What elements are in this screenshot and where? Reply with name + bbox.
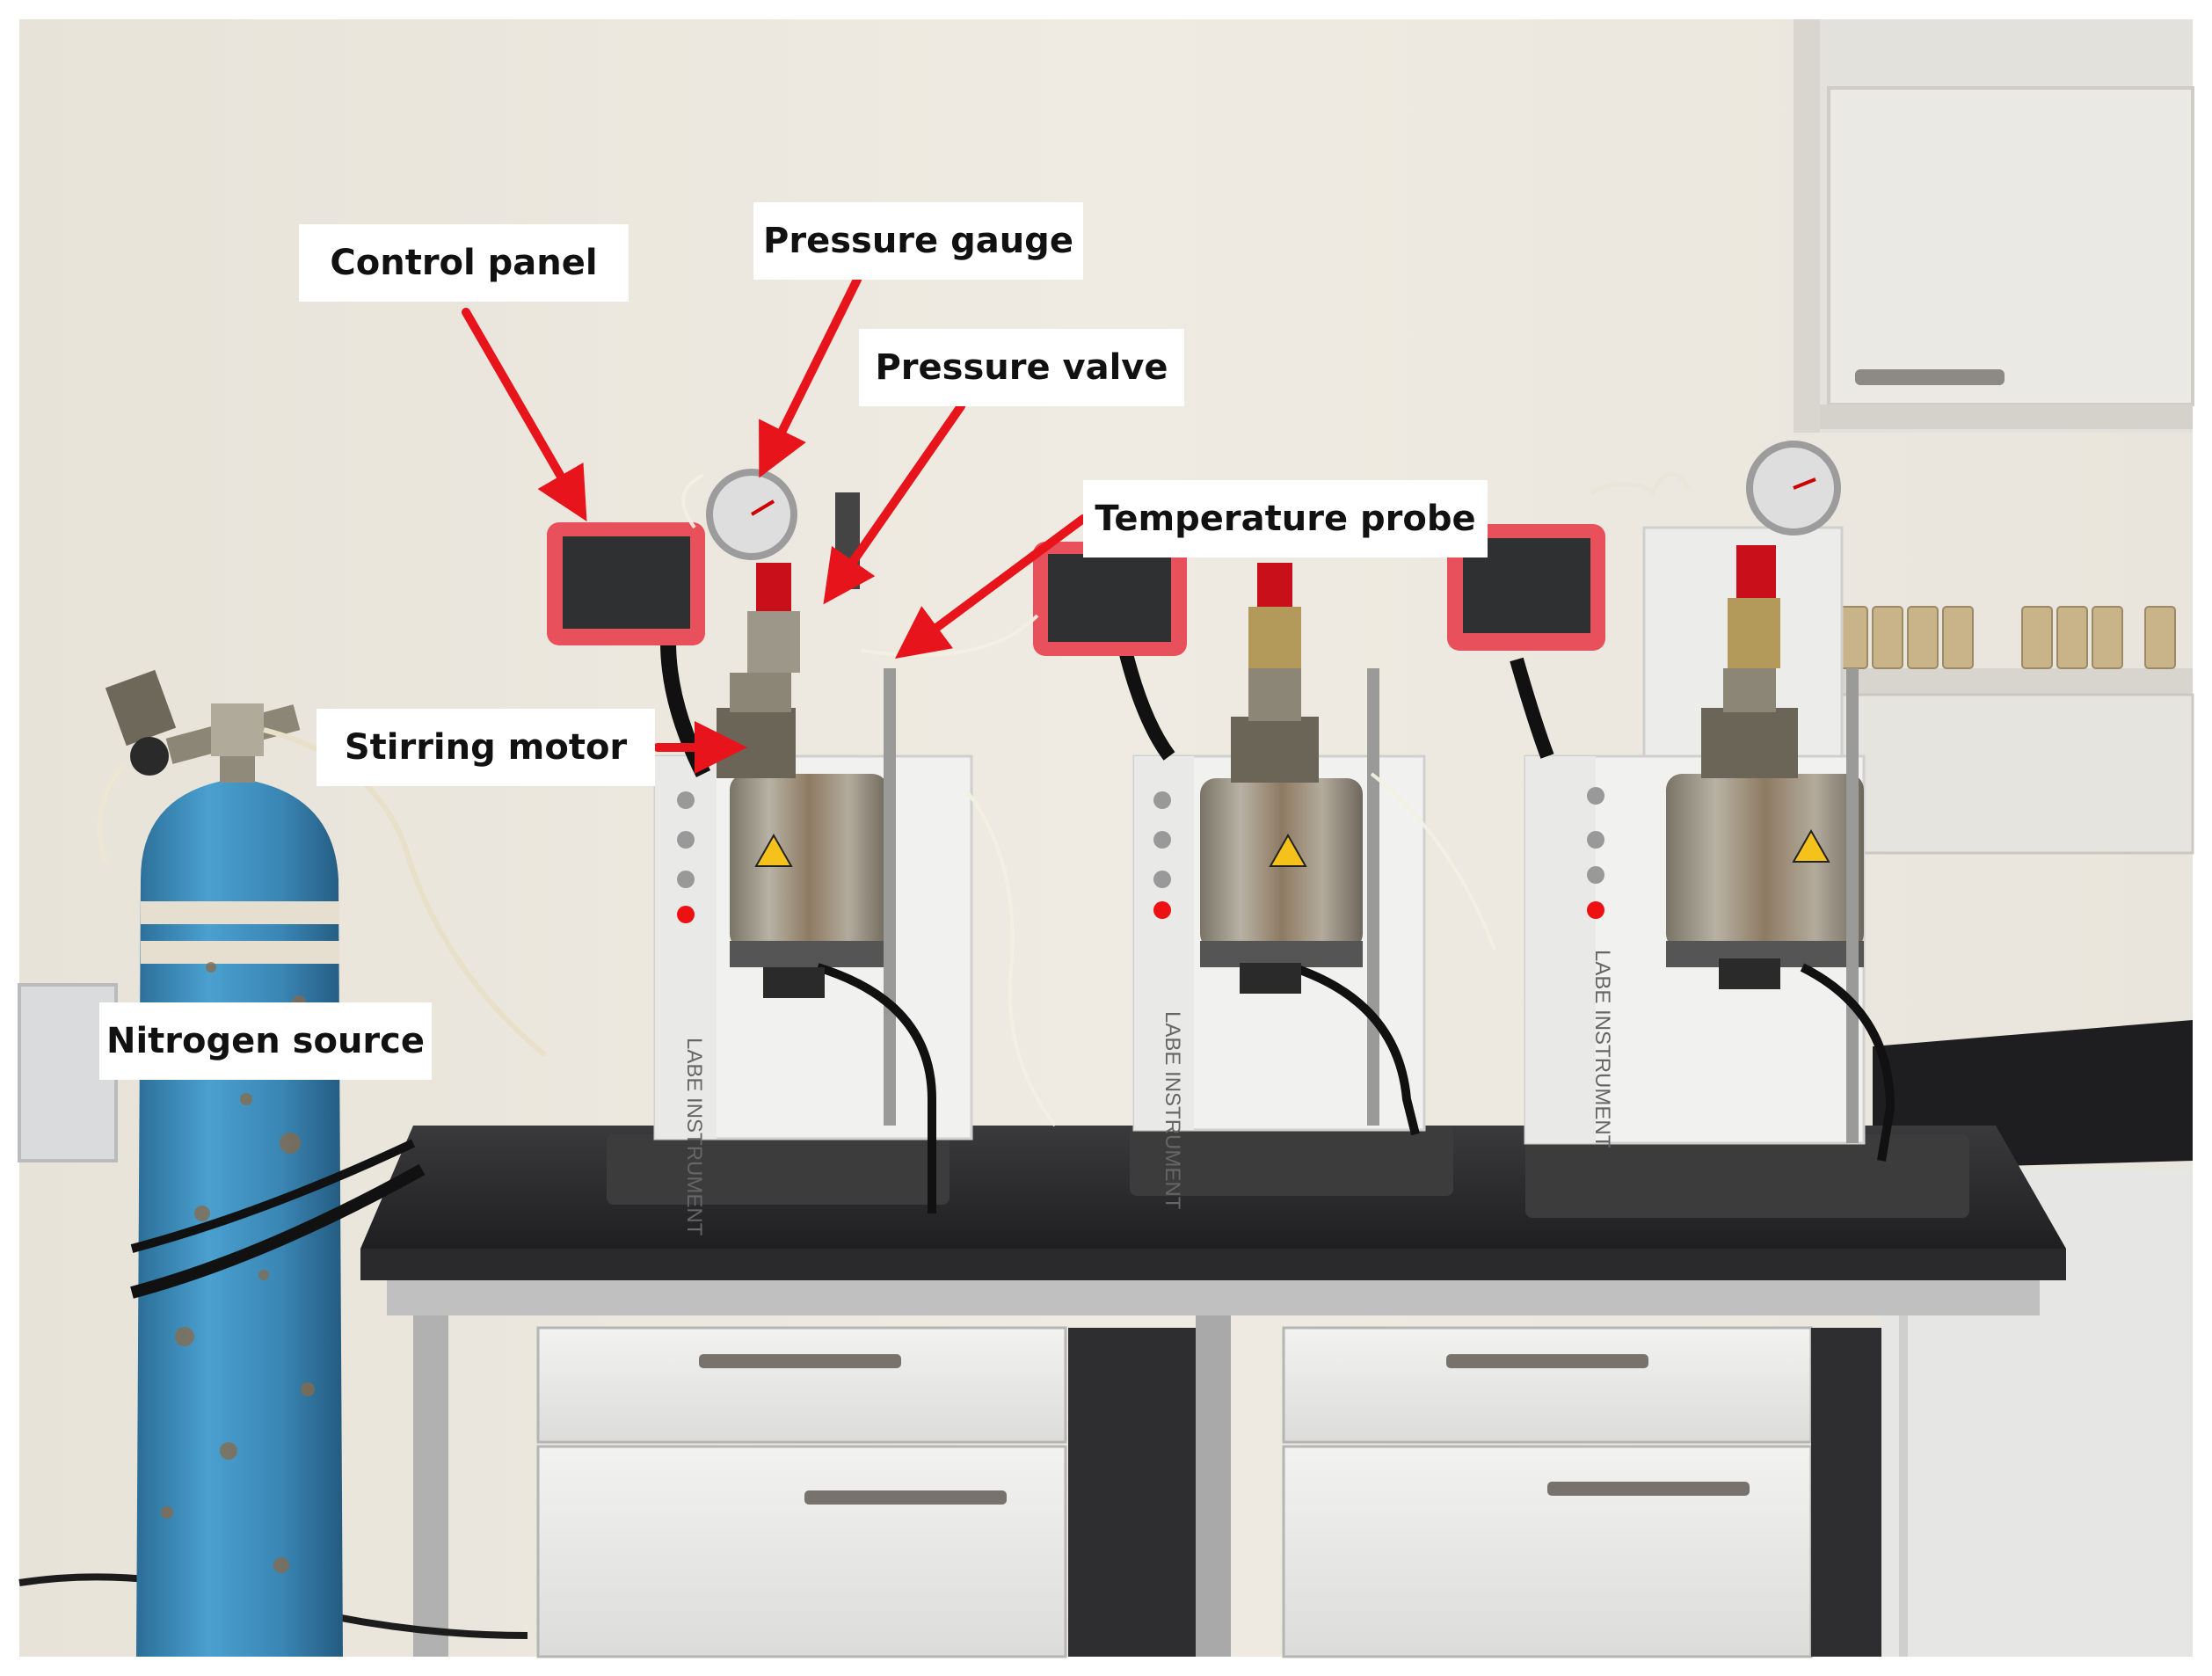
label-stirring-motor: Stirring motor: [317, 709, 655, 786]
label-pressure-valve: Pressure valve: [859, 329, 1184, 406]
arrow-temperature-probe: [894, 514, 1088, 659]
reactor-3: LABE INSTRUMENT: [1510, 441, 1969, 1218]
sample-bottles: [1837, 606, 2176, 669]
tubing: [681, 473, 1496, 1127]
annotation-arrows: [462, 275, 1088, 774]
brand-text: LABE INSTRUMENT: [1590, 950, 1614, 1148]
reactor-2: LABE INSTRUMENT: [1118, 563, 1453, 1210]
side-counter: [1873, 1020, 2193, 1657]
label-control-panel: Control panel: [299, 224, 629, 302]
label-temperature-probe: Temperature probe: [1083, 480, 1488, 557]
arrow-control-panel: [462, 308, 587, 521]
control-panel-2: [1033, 542, 1187, 656]
label-pressure-gauge: Pressure gauge: [753, 202, 1083, 280]
arrow-pressure-valve: [823, 402, 965, 605]
label-nitrogen-source: Nitrogen source: [99, 1002, 432, 1080]
brand-text: LABE INSTRUMENT: [1161, 1011, 1184, 1210]
brand-text: LABE INSTRUMENT: [682, 1038, 706, 1236]
nitrogen-cylinder: [97, 669, 547, 1657]
control-panel-1: [547, 522, 705, 645]
arrow-pressure-gauge: [759, 275, 862, 478]
wall-cabinet: [1794, 19, 2194, 855]
